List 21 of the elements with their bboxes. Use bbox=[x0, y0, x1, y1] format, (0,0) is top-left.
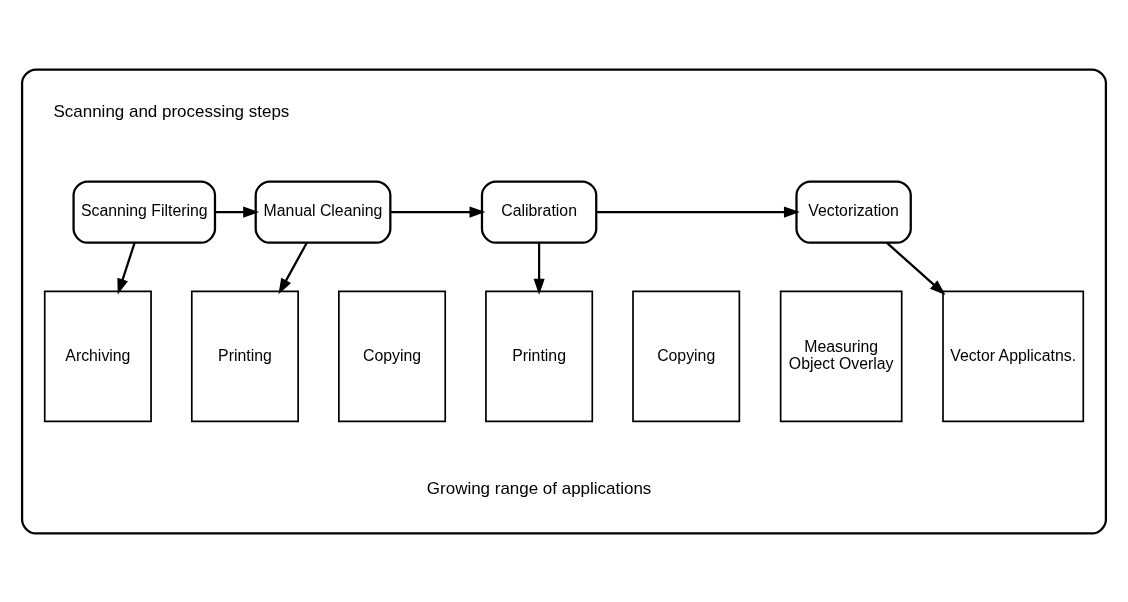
arrow bbox=[117, 241, 136, 295]
label: Scanning and processing steps bbox=[53, 101, 290, 121]
arrow bbox=[390, 206, 486, 218]
arrow bbox=[278, 241, 308, 294]
arrow bbox=[885, 241, 946, 295]
node-box: Manual Cleaning bbox=[254, 179, 392, 244]
node-box: Copying bbox=[632, 289, 741, 422]
node-box: Calibration bbox=[480, 179, 598, 244]
node-box: Measuring Object Overlay bbox=[779, 289, 903, 422]
node-box: Copying bbox=[338, 289, 447, 422]
node-box: Vectorization bbox=[795, 179, 912, 244]
arrow bbox=[533, 242, 545, 295]
arrow bbox=[596, 206, 800, 218]
node-box: Scanning Filtering bbox=[72, 179, 217, 244]
label: Growing range of applications bbox=[426, 478, 652, 498]
node-box: Printing bbox=[190, 289, 299, 422]
node-box: Archiving bbox=[43, 289, 152, 422]
arrow bbox=[215, 206, 260, 218]
node-box: Printing bbox=[485, 289, 594, 422]
cluster bbox=[20, 67, 1108, 535]
node-box: Vector Applicatns. bbox=[942, 289, 1085, 422]
